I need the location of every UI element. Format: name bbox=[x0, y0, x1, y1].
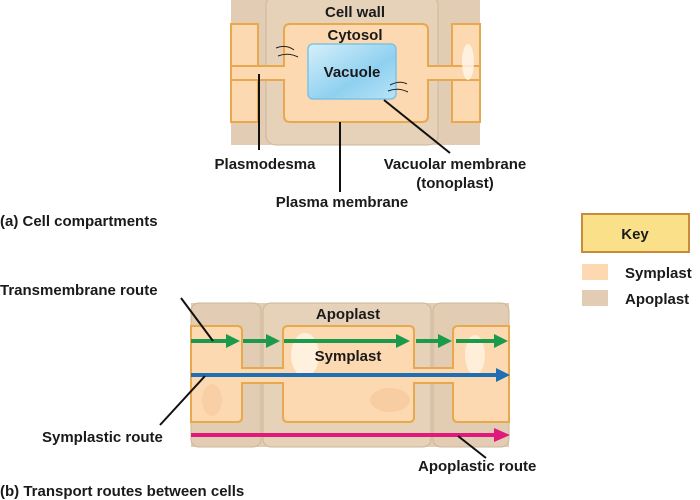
plasma-membrane-label: Plasma membrane bbox=[276, 194, 409, 211]
cytosol-label: Cytosol bbox=[327, 27, 382, 44]
symplastic-route-label: Symplastic route bbox=[42, 429, 163, 446]
exchange-arrow-icon bbox=[389, 81, 408, 86]
apoplastic-arrowhead-icon bbox=[494, 428, 510, 442]
tonoplast-label: (tonoplast) bbox=[416, 175, 493, 192]
cell-wall-label: Cell wall bbox=[325, 4, 385, 21]
symplast-swatch bbox=[582, 264, 608, 280]
part-b-caption: (b) Transport routes between cells bbox=[0, 483, 244, 500]
transport-routes-figure: Apoplast Symplast Transmembrane route Sy… bbox=[0, 282, 536, 500]
vacuole-label: Vacuole bbox=[324, 64, 381, 81]
part-a-caption: (a) Cell compartments bbox=[0, 213, 158, 230]
right-cell-symplast bbox=[451, 23, 481, 123]
transmembrane-arrowhead-icon bbox=[266, 334, 280, 348]
apoplastic-route-label: Apoplastic route bbox=[418, 458, 536, 475]
transmembrane-leader bbox=[180, 297, 214, 342]
key-title: Key bbox=[621, 226, 649, 243]
exchange-arrow-icon bbox=[275, 45, 295, 51]
transmembrane-arrowhead-icon bbox=[226, 334, 240, 348]
apoplast-swatch bbox=[582, 290, 608, 306]
transmembrane-route-arrows bbox=[191, 334, 508, 348]
vacuolar-membrane-label: Vacuolar membrane bbox=[384, 156, 527, 173]
transmembrane-route-label: Transmembrane route bbox=[0, 282, 158, 299]
apoplastic-leader bbox=[457, 435, 487, 459]
key-symplast-label: Symplast bbox=[625, 265, 692, 282]
key-box bbox=[581, 213, 690, 253]
tonoplast-leader bbox=[383, 99, 451, 154]
transmembrane-arrowhead-icon bbox=[438, 334, 452, 348]
transmembrane-arrowhead-icon bbox=[396, 334, 410, 348]
vacuole bbox=[307, 43, 397, 100]
symplastic-leader bbox=[159, 375, 206, 426]
apoplast-label: Apoplast bbox=[316, 306, 380, 323]
exchange-arrow-icon bbox=[277, 53, 299, 58]
key-apoplast-label: Apoplast bbox=[625, 291, 689, 308]
plasmodesma-label: Plasmodesma bbox=[215, 156, 317, 173]
transmembrane-arrowhead-icon bbox=[494, 334, 508, 348]
symplast-label: Symplast bbox=[315, 348, 382, 365]
cell-compartments-figure: Cell wall Cytosol Vacuole Plasmodesma Pl… bbox=[0, 0, 526, 230]
exchange-arrow-icon bbox=[387, 88, 409, 93]
legend: Key Symplast Apoplast bbox=[581, 213, 692, 308]
symplastic-arrowhead-icon bbox=[496, 368, 510, 382]
